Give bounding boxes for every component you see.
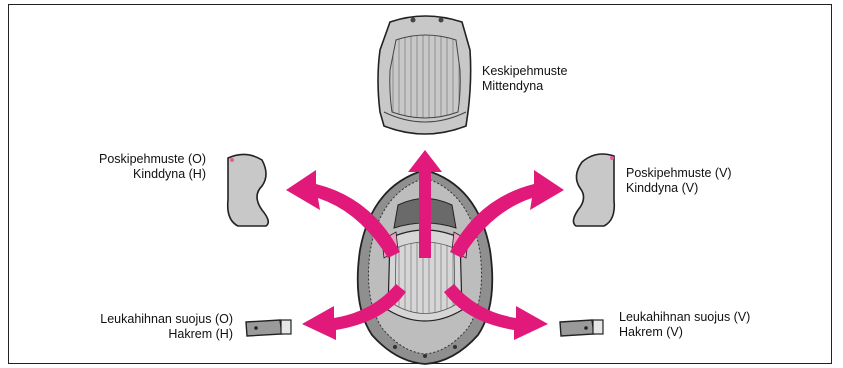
center-pad-label: Keskipehmuste Mittendyna xyxy=(482,64,567,94)
chinstrap-cover-left-label-sv: Hakrem (H) xyxy=(100,327,233,342)
cheek-pad-right-label-fi: Poskipehmuste (V) xyxy=(626,166,732,181)
cheek-pad-right-label: Poskipehmuste (V) Kinddyna (V) xyxy=(626,166,732,196)
cheek-pad-left-label-sv: Kinddyna (H) xyxy=(99,167,206,182)
cheek-pad-right-label-sv: Kinddyna (V) xyxy=(626,181,732,196)
chinstrap-cover-left-part xyxy=(246,320,291,336)
cheek-pad-left-label: Poskipehmuste (O) Kinddyna (H) xyxy=(99,152,206,182)
cheek-pad-left-label-fi: Poskipehmuste (O) xyxy=(99,152,206,167)
cheek-pad-left-part xyxy=(228,154,269,226)
center-pad-part xyxy=(378,16,471,134)
chinstrap-cover-right-part xyxy=(560,320,603,336)
chinstrap-cover-left-label: Leukahihnan suojus (O) Hakrem (H) xyxy=(100,312,233,342)
cheek-pad-right-part xyxy=(573,154,614,226)
chinstrap-cover-right-label: Leukahihnan suojus (V) Hakrem (V) xyxy=(619,310,750,340)
chinstrap-cover-left-label-fi: Leukahihnan suojus (O) xyxy=(100,312,233,327)
center-pad-label-fi: Keskipehmuste xyxy=(482,64,567,79)
center-pad-label-sv: Mittendyna xyxy=(482,79,567,94)
chinstrap-cover-right-label-fi: Leukahihnan suojus (V) xyxy=(619,310,750,325)
chinstrap-cover-right-label-sv: Hakrem (V) xyxy=(619,325,750,340)
